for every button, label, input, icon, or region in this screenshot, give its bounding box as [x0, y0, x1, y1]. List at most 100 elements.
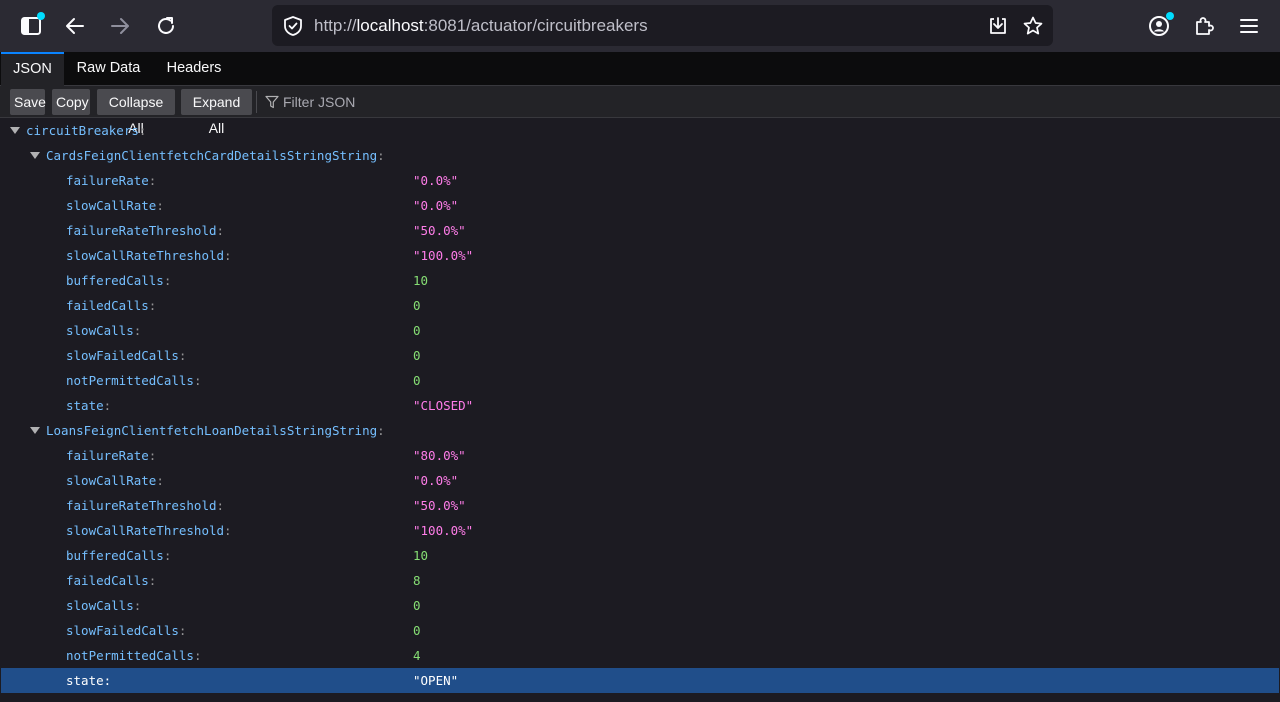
tree-row-field[interactable]: failedCalls:8 [0, 568, 1280, 593]
menu-button[interactable] [1232, 9, 1266, 43]
expand-toggle-icon[interactable] [30, 427, 40, 434]
address-bar[interactable]: http://localhost:8081/actuator/circuitbr… [272, 5, 1053, 46]
field-key: slowFailedCalls [66, 623, 179, 638]
viewer-toolbar: Save Copy Collapse All Expand All [0, 86, 1280, 136]
save-button[interactable]: Save [10, 89, 46, 115]
arrow-right-icon [111, 18, 129, 34]
tree-row-field[interactable]: failureRateThreshold:"50.0%" [0, 218, 1280, 243]
field-key: state [66, 398, 104, 413]
json-key: failedCalls: [66, 293, 156, 318]
tree-row-field[interactable]: failedCalls: 0 [0, 293, 1280, 318]
json-value: "0.0%" [413, 173, 459, 188]
field-key: failureRate [66, 173, 149, 188]
tree-row-breaker[interactable]: CardsFeignClientfetchCardDetailsStringSt… [0, 143, 1280, 168]
tree-row-field[interactable]: slowCallRateThreshold:"100.0%" [0, 243, 1280, 268]
json-value: 0 [413, 323, 421, 338]
copy-button[interactable]: Copy [52, 89, 90, 115]
json-key: state: [66, 393, 111, 418]
tree-row-field[interactable]: slowCalls: 0 [0, 318, 1280, 343]
json-tree: circuitBreakers: CardsFeignClientfetchCa… [0, 118, 1280, 702]
tree-row-breaker[interactable]: LoansFeignClientfetchLoanDetailsStringSt… [0, 418, 1280, 443]
tree-row-field[interactable]: slowFailedCalls:0 [0, 343, 1280, 368]
json-key: failureRate: [66, 443, 156, 468]
json-key-colon: : [178, 348, 187, 363]
tree-row-field[interactable]: notPermittedCalls:4 [0, 643, 1280, 668]
reload-icon [158, 17, 174, 34]
tab-json[interactable]: JSON [1, 52, 64, 86]
json-key: slowFailedCalls: [66, 618, 186, 643]
json-key-colon: : [133, 598, 142, 613]
field-key: slowCalls [66, 323, 134, 338]
shield-icon[interactable] [282, 15, 304, 37]
tree-row-field[interactable]: slowCallRateThreshold:"100.0%" [0, 518, 1280, 543]
json-key-colon: : [224, 523, 232, 538]
json-value: "50.0%" [413, 498, 466, 513]
tree-row-field[interactable]: bufferedCalls:10 [0, 268, 1280, 293]
json-key-colon: : [224, 248, 232, 263]
tree-row-field[interactable]: failureRateThreshold:"50.0%" [0, 493, 1280, 518]
json-value: "100.0%" [413, 248, 474, 263]
bookmark-button[interactable] [1021, 14, 1045, 38]
json-key-colon: : [163, 548, 172, 563]
tree-row-field[interactable]: state:"OPEN" [1, 668, 1279, 693]
forward-button[interactable] [103, 9, 137, 43]
collapse-all-button[interactable]: Collapse All [97, 89, 175, 136]
json-key: slowCalls: [66, 593, 141, 618]
tree-row-field[interactable]: notPermittedCalls:0 [0, 368, 1280, 393]
json-key-colon: : [377, 148, 385, 163]
json-key: slowCallRate: [66, 468, 164, 493]
json-value: 8 [413, 573, 421, 588]
url-path: :8081/actuator/circuitbreakers [423, 16, 648, 35]
json-key-colon: : [156, 198, 164, 213]
field-key: failureRateThreshold [66, 498, 217, 513]
tree-row-field[interactable]: slowCalls: 0 [0, 593, 1280, 618]
json-value: 0 [413, 298, 421, 313]
field-key: notPermittedCalls [66, 648, 194, 663]
tree-row-circuit-breakers[interactable]: circuitBreakers: [0, 118, 1280, 143]
tree-row-field[interactable]: slowFailedCalls:0 [0, 618, 1280, 643]
expand-toggle-icon[interactable] [30, 152, 40, 159]
filter-json-input[interactable] [283, 89, 1263, 115]
field-key: slowCallRate [66, 198, 157, 213]
tree-row-field[interactable]: failureRate: "80.0%" [0, 443, 1280, 468]
star-icon [1023, 16, 1043, 35]
field-key: state [66, 673, 104, 688]
account-button[interactable] [1142, 9, 1176, 43]
tree-row-field[interactable]: bufferedCalls: 10 [0, 543, 1280, 568]
save-page-button[interactable] [986, 14, 1010, 38]
json-key-colon: : [156, 473, 164, 488]
json-key-colon: : [103, 673, 112, 688]
json-key-text: circuitBreakers [26, 123, 139, 138]
url-text[interactable]: http://localhost:8081/actuator/circuitbr… [314, 16, 648, 36]
tree-row-field[interactable]: slowCallRate: "0.0%" [0, 193, 1280, 218]
sidebar-toggle-button[interactable] [14, 9, 48, 43]
back-button[interactable] [58, 9, 92, 43]
json-value: 10 [413, 548, 429, 563]
url-scheme: http:// [314, 16, 357, 35]
field-key: bufferedCalls [66, 548, 164, 563]
json-value: 0 [413, 373, 421, 388]
expand-toggle-icon[interactable] [10, 127, 20, 134]
tab-raw-data[interactable]: Raw Data [76, 60, 141, 76]
json-key: slowCalls: [66, 318, 141, 343]
json-key: bufferedCalls: [66, 543, 171, 568]
tree-row-field[interactable]: failureRate: "0.0%" [0, 168, 1280, 193]
field-key: slowCallRate [66, 473, 157, 488]
filter-box[interactable] [263, 89, 1273, 115]
expand-all-button[interactable]: Expand All [181, 89, 252, 136]
json-value: "80.0%" [413, 448, 466, 463]
tree-row-field[interactable]: slowCallRate:"0.0%" [0, 468, 1280, 493]
json-key: failureRate: [66, 168, 156, 193]
tree-row-field[interactable]: state:"CLOSED" [0, 393, 1280, 418]
json-value: 0 [413, 598, 421, 613]
field-key: slowCalls [66, 598, 134, 613]
json-value: "0.0%" [413, 198, 459, 213]
reload-button[interactable] [149, 9, 183, 43]
json-key: slowFailedCalls: [66, 343, 186, 368]
json-key-colon: : [148, 448, 157, 463]
json-key: LoansFeignClientfetchLoanDetailsStringSt… [46, 418, 385, 443]
json-key-colon: : [148, 573, 157, 588]
json-value: "100.0%" [413, 523, 474, 538]
extensions-button[interactable] [1187, 9, 1221, 43]
tab-headers[interactable]: Headers [166, 60, 222, 76]
